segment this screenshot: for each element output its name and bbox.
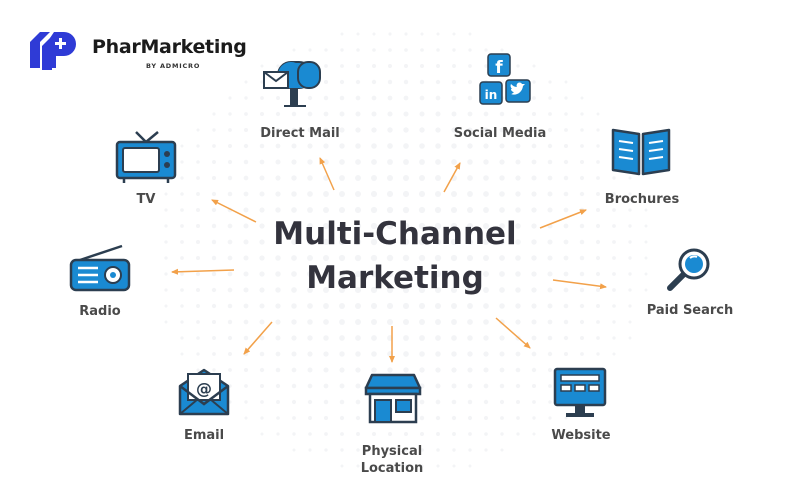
arrow-social-media xyxy=(443,162,461,193)
label-physical-location-line-1: Physical xyxy=(361,444,423,459)
arrow-website xyxy=(495,317,531,349)
mailbox-icon xyxy=(263,61,321,107)
arrow-paid-search xyxy=(552,279,607,290)
diagram-title: Multi-Channel Marketing xyxy=(230,212,560,300)
label-email: Email xyxy=(183,428,225,443)
brand-logo: PharMarketing BY ADMICRO xyxy=(28,28,258,76)
label-radio: Radio xyxy=(79,304,121,319)
title-line-2: Marketing xyxy=(306,260,484,296)
social-media-icon: f in xyxy=(479,53,531,105)
brand-tagline: BY ADMICRO xyxy=(146,62,201,70)
title-line-1: Multi-Channel xyxy=(273,216,517,252)
svg-text:f: f xyxy=(495,58,503,78)
label-tv: TV xyxy=(136,192,156,207)
website-icon xyxy=(553,367,607,417)
label-physical-location: Physical Location xyxy=(336,443,448,477)
brochure-icon xyxy=(611,128,671,176)
label-social-media: Social Media xyxy=(453,126,547,141)
email-icon: @ xyxy=(178,368,230,416)
brand-name: PharMarketing xyxy=(92,36,247,58)
label-physical-location-line-2: Location xyxy=(360,461,424,476)
arrow-brochures xyxy=(539,209,587,229)
arrow-tv xyxy=(211,199,257,223)
svg-text:in: in xyxy=(485,88,498,102)
arrow-direct-mail xyxy=(319,157,335,191)
storefront-icon xyxy=(364,373,422,424)
tv-icon xyxy=(115,131,177,183)
magnifier-icon xyxy=(667,248,710,291)
arrow-email xyxy=(243,321,273,355)
label-brochures: Brochures xyxy=(604,192,680,207)
radio-icon xyxy=(69,244,131,292)
label-direct-mail: Direct Mail xyxy=(260,126,340,141)
arrow-radio xyxy=(171,268,235,275)
label-paid-search: Paid Search xyxy=(646,303,734,318)
svg-text:@: @ xyxy=(196,379,212,398)
label-website: Website xyxy=(551,428,611,443)
brand-mark-icon xyxy=(30,32,76,70)
